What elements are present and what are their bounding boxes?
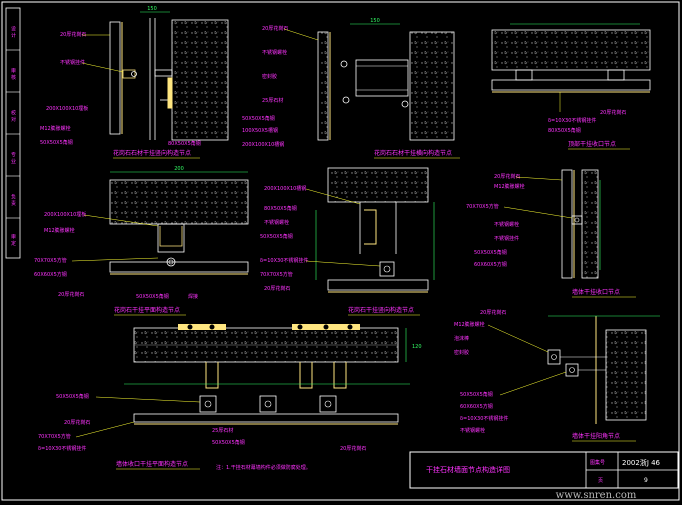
- callout-lr-7: δ=10X30不锈钢挂件: [460, 415, 508, 422]
- title-block: 干挂石材墙面节点构造详图 图集号 2002浙J 46 页 9: [409, 451, 679, 489]
- detail-lower-right: 20厚花岗石 M12膨胀螺栓 泡沫棒 密封胶 50X50X5角钢 60X60X5…: [454, 309, 660, 442]
- callout-lr-8: 不锈钢螺栓: [460, 427, 485, 434]
- callout-mm-7: 20厚花岗石: [264, 285, 290, 292]
- callout-ml-6: 50X50X5角钢: [136, 293, 169, 300]
- callout-lr-1: 20厚花岗石: [480, 309, 506, 316]
- side-label-6: 审 定: [10, 234, 16, 248]
- detail-mid-right: 20厚花岗石 M12膨胀螺栓 70X70X5方管 不锈钢螺栓 不锈钢挂件 50X…: [466, 169, 636, 298]
- callout-mr-2: M12膨胀螺栓: [494, 183, 525, 190]
- callout-mr-4: 不锈钢螺栓: [494, 221, 519, 228]
- detail-bottom: 120 50X50X5角钢 20厚花岗石 70X70X5方管 δ=10X30不锈…: [38, 324, 422, 471]
- title-mid-mid: 花岗石干挂竖向构造节点: [348, 306, 414, 314]
- callout-tl-4: M12膨胀螺栓: [40, 125, 71, 132]
- callout-ml-5: 20厚花岗石: [58, 291, 84, 298]
- bottom-note: 注：1.干挂石材幕墙构件必须做防腐处理。: [216, 464, 311, 471]
- callout-tl-3: 200X100X10埋板: [46, 105, 88, 112]
- callout-b-6: 50X50X5角钢: [212, 439, 245, 446]
- title-top-right: 顶部干挂收口节点: [568, 140, 616, 148]
- detail-mid-mid: 200X100X10槽钢 80X50X5角钢 不锈钢螺栓 50X50X5角钢 δ…: [260, 167, 435, 316]
- dim-top-mid: 150: [370, 18, 380, 24]
- callout-ml-4: 60X60X5方钢: [34, 271, 67, 278]
- atlas-number: 2002浙J 46: [622, 458, 661, 467]
- callout-tl-5: 50X50X5角钢: [40, 139, 73, 146]
- page-label: 页: [598, 478, 603, 484]
- callout-tm-1: 20厚花岗石: [262, 25, 288, 32]
- callout-mm-6: 70X70X5方管: [260, 271, 293, 278]
- detail-mid-left: 200 200X100X10埋板 M12膨胀螺栓 70X70X5方管 60X60…: [34, 166, 249, 316]
- callout-mr-1: 20厚花岗石: [494, 173, 520, 180]
- title-top-left: 花岗石石材干挂竖向构造节点: [113, 149, 191, 157]
- callout-mm-5: δ=10X30不锈钢挂件: [260, 257, 308, 264]
- drawing-title: 干挂石材墙面节点构造详图: [426, 465, 510, 474]
- callout-lr-4: 密封胶: [454, 349, 469, 356]
- side-label-5: 负 责: [10, 194, 16, 208]
- callout-tm-5: 50X50X5角钢: [242, 115, 275, 122]
- callout-lr-6: 60X60X5方钢: [460, 403, 493, 410]
- callout-ml-3: 70X70X5方管: [34, 257, 67, 264]
- callout-mm-3: 不锈钢螺栓: [264, 219, 289, 226]
- side-label-3: 校 对: [10, 110, 16, 123]
- callout-tr-1: 20厚花岗石: [600, 109, 626, 116]
- callout-mm-4: 50X50X5角钢: [260, 233, 293, 240]
- callout-mm-1: 200X100X10槽钢: [264, 185, 306, 192]
- callout-b-7: 20厚花岗石: [340, 445, 366, 452]
- callout-tl-6: 80X50X5角钢: [168, 140, 201, 147]
- callout-ml-2: M12膨胀螺栓: [44, 227, 75, 234]
- callout-b-3: 70X70X5方管: [38, 433, 71, 440]
- callout-ml-7: 焊接: [188, 293, 198, 300]
- callout-ml-1: 200X100X10埋板: [44, 211, 86, 218]
- callout-tr-2: δ=10X30不锈钢挂件: [548, 117, 596, 124]
- callout-b-5: 25厚石材: [212, 427, 233, 434]
- dim-bottom: 120: [412, 344, 422, 350]
- title-mid-right: 墙体干挂收口节点: [572, 288, 620, 296]
- side-label-1: 设 计: [10, 26, 16, 40]
- atlas-label: 图集号: [590, 459, 605, 466]
- callout-mr-6: 50X50X5角钢: [474, 249, 507, 256]
- callout-tm-3: 密封胶: [262, 73, 277, 80]
- side-label-4: 专 业: [10, 152, 16, 165]
- callout-tl-2: 不锈钢挂件: [60, 59, 85, 66]
- callout-mr-3: 70X70X5方管: [466, 203, 499, 210]
- callout-lr-5: 50X50X5角钢: [460, 391, 493, 398]
- callout-tm-2: 不锈钢螺栓: [262, 49, 287, 56]
- callout-b-1: 50X50X5角钢: [56, 393, 89, 400]
- title-top-mid: 花岗石石材干挂横向构造节点: [374, 149, 452, 157]
- detail-top-mid: 150 20厚花岗石 不锈钢螺栓 密封胶 25厚石材 50X50X5角钢 100…: [242, 18, 460, 159]
- dim-top-left: 150: [147, 6, 157, 12]
- callout-tm-4: 25厚石材: [262, 97, 283, 104]
- callout-mr-7: 60X60X5方钢: [474, 261, 507, 268]
- callout-lr-3: 泡沫棒: [454, 335, 469, 342]
- dim-mid-left: 200: [174, 166, 184, 172]
- callout-tm-6: 100X50X5槽钢: [242, 127, 278, 134]
- callout-tr-3: 80X50X5角钢: [548, 127, 581, 134]
- page-number: 9: [644, 477, 648, 484]
- callout-mm-2: 80X50X5角钢: [264, 205, 297, 212]
- title-bottom: 墙体收口干挂平面构造节点: [116, 460, 188, 468]
- callout-b-4: δ=10X30不锈钢挂件: [38, 445, 86, 452]
- callout-tm-7: 200X100X10槽钢: [242, 141, 284, 148]
- title-lower-right: 墙体干挂阳角节点: [572, 432, 620, 440]
- side-strip: 设 计 审 核 校 对 专 业 负 责 审 定: [5, 7, 21, 259]
- callout-b-2: 20厚花岗石: [64, 419, 90, 426]
- side-label-2: 审 核: [10, 68, 16, 82]
- callout-mr-5: 不锈钢挂件: [494, 235, 519, 242]
- detail-top-right: 20厚花岗石 δ=10X30不锈钢挂件 80X50X5角钢 顶部干挂收口节点: [491, 23, 651, 150]
- watermark: www.snren.com: [556, 490, 637, 501]
- title-mid-left: 花岗石干挂平面构造节点: [114, 306, 180, 314]
- callout-lr-2: M12膨胀螺栓: [454, 321, 485, 328]
- detail-top-left: 150 20厚花岗石 不锈钢挂件 200X100X10埋板 M12膨胀螺栓 50…: [40, 6, 229, 159]
- callout-tl-1: 20厚花岗石: [60, 31, 86, 38]
